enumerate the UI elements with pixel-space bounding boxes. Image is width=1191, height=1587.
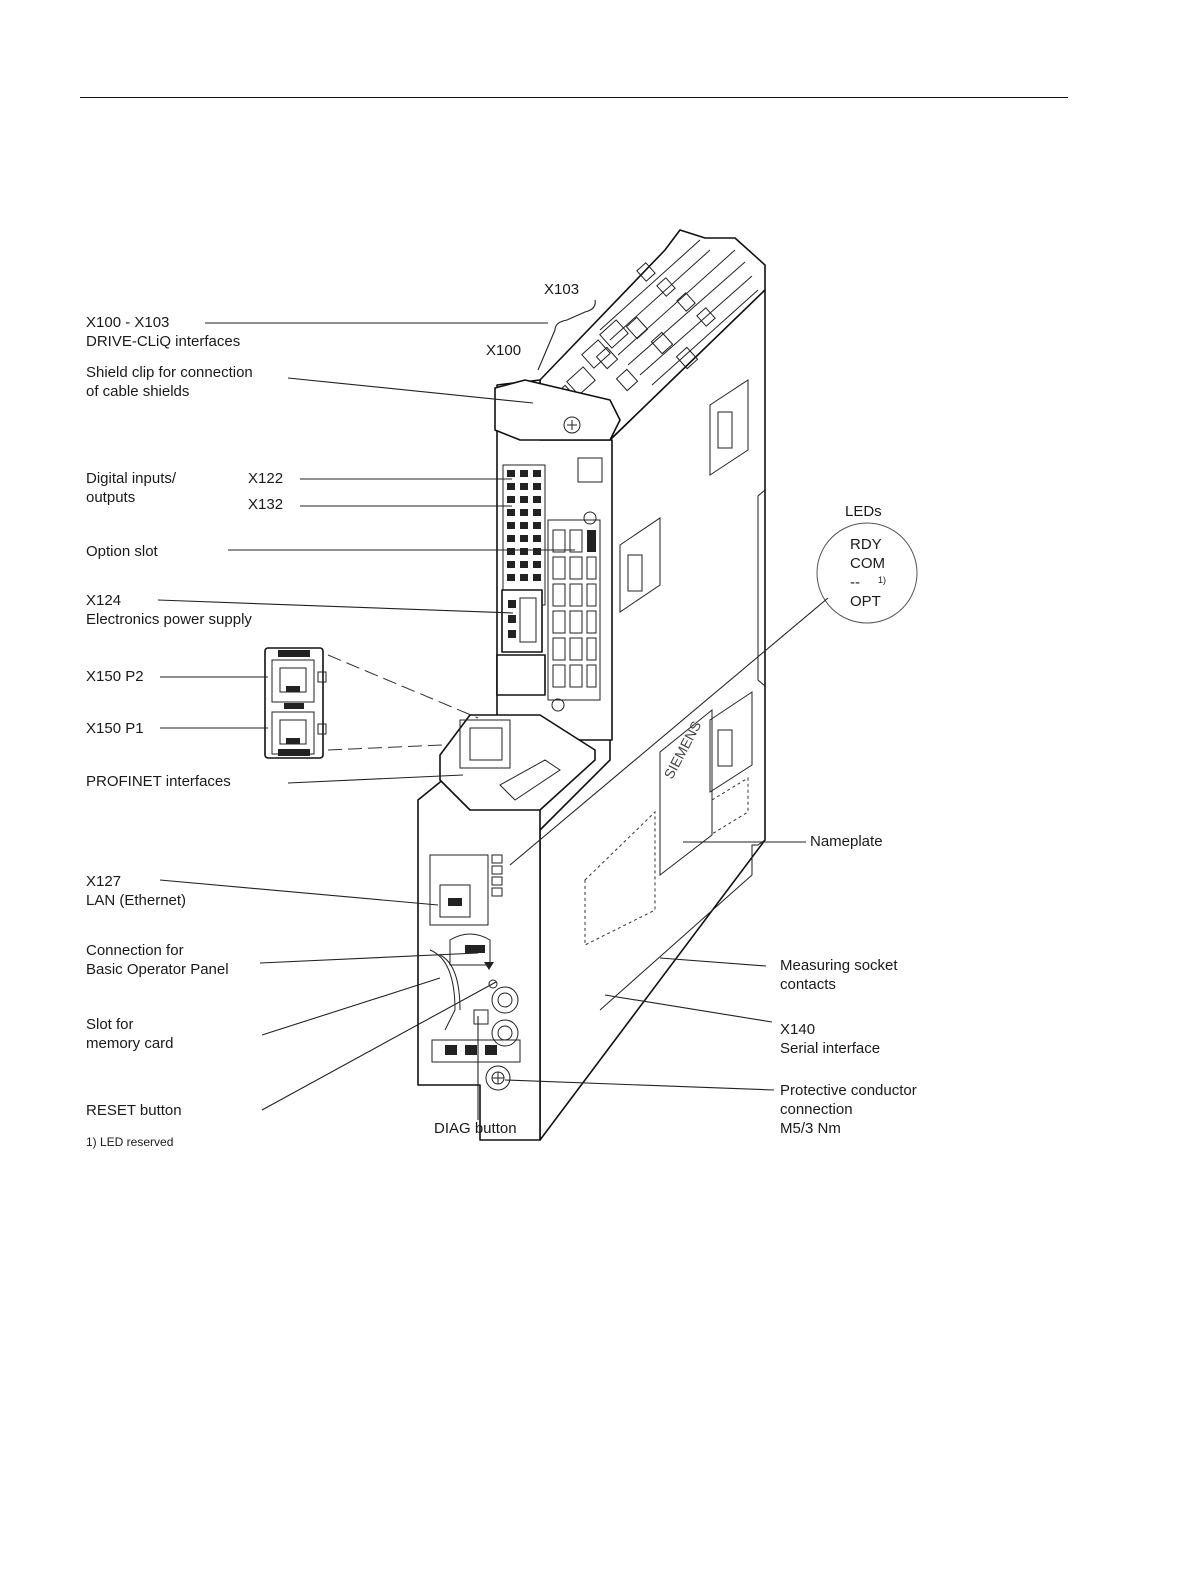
- label-digital-io: Digital inputs/outputs: [86, 470, 177, 506]
- header-rule: [80, 97, 1068, 98]
- x124-connector: [496, 589, 546, 696]
- top-vents: [595, 239, 759, 392]
- label-led-com: COM: [850, 555, 885, 572]
- label-reset-button: RESET button: [86, 1102, 182, 1119]
- terminal-blocks: [502, 464, 546, 606]
- device-body: [417, 229, 766, 1141]
- label-x150-p2: X150 P2: [86, 668, 144, 685]
- label-led-opt: OPT: [850, 593, 881, 610]
- nameplate-plate: [659, 708, 713, 877]
- label-led-rdy: RDY: [850, 536, 882, 553]
- label-led-reserved-ref: 1): [878, 575, 887, 585]
- profinet-block: [439, 714, 596, 811]
- side-grips: [584, 379, 753, 946]
- option-slot: [547, 457, 603, 712]
- label-led-reserved: --: [850, 574, 860, 591]
- footnote: 1) LED reserved: [86, 1135, 174, 1149]
- label-option-slot: Option slot: [86, 543, 158, 560]
- x150-port-inset: [264, 647, 479, 759]
- shield-clip: [494, 379, 621, 441]
- callout-lines: [157, 299, 806, 1120]
- label-x100: X100: [486, 342, 522, 359]
- led-bubble: [509, 522, 918, 866]
- label-nameplate: Nameplate: [810, 833, 883, 850]
- label-leds: LEDs: [845, 503, 882, 520]
- label-x132: X132: [248, 496, 284, 513]
- label-x103: X103: [544, 281, 580, 298]
- label-profinet: PROFINET interfaces: [86, 773, 231, 790]
- label-x122: X122: [248, 470, 284, 487]
- label-x150-p1: X150 P1: [86, 720, 144, 737]
- label-diag-button: DIAG button: [434, 1120, 517, 1137]
